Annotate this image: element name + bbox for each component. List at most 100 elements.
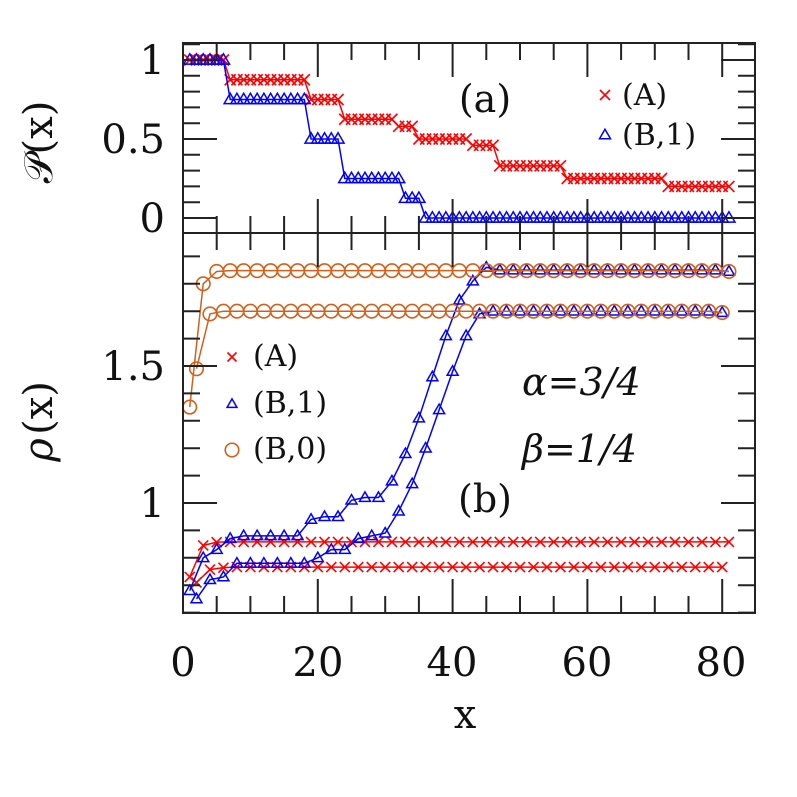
data-point [420,561,432,573]
data-point [405,476,419,489]
data-point [398,446,413,459]
top-ytick-0.5: 0.5 [101,117,165,163]
data-point [608,561,620,573]
data-point [721,263,737,280]
top-ytick-1: 1 [140,38,165,84]
data-point [297,556,312,568]
data-point [433,561,445,573]
data-point [385,473,399,486]
data-point [284,556,298,568]
data-point [391,170,407,184]
x-marker-icon [226,351,238,363]
data-point [629,536,641,548]
series--b-1- [182,52,737,223]
data-point [494,536,506,548]
data-point [251,536,263,548]
data-point [669,536,681,548]
data-point [230,556,244,568]
data-point [364,528,379,541]
data-point [378,525,393,538]
data-point [682,536,695,548]
xtick-80: 80 [696,640,747,686]
data-point [519,262,534,275]
data-point [188,361,205,377]
data-point [696,536,708,548]
data-point [310,550,325,563]
triangle-marker-icon [225,397,239,409]
data-point [391,504,406,516]
data-point [216,52,231,65]
data-point [647,304,662,316]
top-ytick-0: 0 [140,196,165,242]
data-point [546,262,561,275]
data-point [486,304,500,316]
axis-ticks [183,43,755,614]
data-point [580,304,595,316]
data-point [204,564,216,576]
data-point [587,262,601,275]
data-point [197,539,209,552]
series--b-0-upper [182,263,737,415]
data-point [236,528,251,541]
data-point [655,172,668,185]
legend-circle-marker-icon [224,442,240,458]
data-point [358,490,372,503]
data-point [296,91,312,105]
legend-bottom-label-B1: (B,1) [253,386,327,421]
data-point [621,304,635,316]
data-point [575,536,587,548]
bottom-ytick-1.5: 1.5 [101,344,165,390]
data-point [372,536,385,548]
bottom-panel-frame [182,232,756,614]
data-point [467,536,479,548]
data-point [189,591,204,604]
rho-symbol: ρ [16,438,62,463]
data-point [216,569,231,582]
data-point [339,561,351,573]
data-point [554,561,567,573]
data-point [440,536,452,548]
data-point [277,528,291,541]
legend-bottom: (A) (B,1) (B,0) [224,339,327,467]
data-point [486,139,500,152]
data-point [386,536,398,548]
data-point [426,536,438,548]
data-point [466,273,480,286]
data-point [492,262,507,275]
data-point [480,536,492,548]
data-point [655,536,668,548]
data-point [642,536,654,548]
data-point [688,304,703,316]
data-point [265,536,277,548]
data-point [217,562,230,574]
data-point [460,561,472,573]
data-point [588,536,600,548]
data-point [317,509,332,522]
data-point [526,304,541,316]
data-point [473,561,486,573]
data-point [553,304,568,316]
top-y-axis-label: 𝒫(x) [16,101,62,184]
data-point [513,304,527,316]
data-point [406,120,419,133]
legend-x-marker-icon [599,89,611,101]
series-line [188,269,729,408]
data-point [203,572,217,585]
data-point [561,536,573,548]
data-point [324,542,339,555]
data-point [721,210,737,223]
data-point [521,536,533,548]
data-point [573,262,588,275]
data-point [250,528,264,541]
data-point [425,369,440,382]
circle-marker-icon [224,442,240,458]
data-point [371,490,386,503]
triangle-marker-icon [598,127,612,140]
data-point [305,536,317,548]
xtick-60: 60 [562,640,613,686]
data-point [554,159,567,172]
bottom-y-axis-label: ρ (x) [16,381,62,463]
data-point [332,536,344,548]
data-point [312,561,324,573]
data-point [540,304,554,316]
